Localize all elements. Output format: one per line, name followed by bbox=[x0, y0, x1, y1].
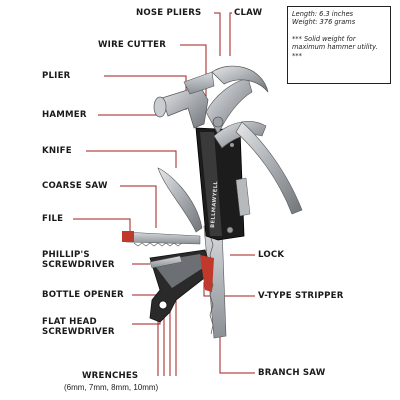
label-hammer: HAMMER bbox=[42, 110, 87, 120]
leader-v-type-stripper bbox=[203, 282, 255, 297]
label-coarse-saw: COARSE SAW bbox=[42, 181, 108, 191]
file-and-saw bbox=[122, 231, 201, 247]
label-lock: LOCK bbox=[258, 250, 285, 260]
label-flat-head-line2: SCREWDRIVER bbox=[42, 327, 115, 337]
label-phillips-line1: PHILLIP'S bbox=[42, 250, 90, 260]
spec-length: Length: 6.3 inches bbox=[292, 10, 354, 18]
leader-claw bbox=[229, 12, 232, 56]
leader-branch-saw bbox=[219, 335, 255, 374]
leader-nose-pliers bbox=[214, 12, 221, 56]
leader-coarse-saw bbox=[120, 185, 157, 228]
label-nose-pliers: NOSE PLIERS bbox=[136, 8, 202, 18]
label-v-type-stripper: V-TYPE STRIPPER bbox=[258, 291, 344, 301]
second-handle bbox=[235, 121, 303, 215]
label-wire-cutter: WIRE CUTTER bbox=[98, 40, 167, 50]
spec-box: Length: 6.3 inches Weight: 376 grams ***… bbox=[287, 6, 391, 84]
phillips-screwdriver bbox=[149, 255, 183, 269]
label-wrenches: WRENCHES bbox=[82, 371, 139, 381]
spec-weight: Weight: 376 grams bbox=[292, 18, 356, 27]
label-claw: CLAW bbox=[234, 8, 263, 18]
leader-file bbox=[73, 218, 131, 232]
spec-note: *** Solid weight for maximum hammer util… bbox=[292, 34, 378, 60]
claw bbox=[211, 65, 269, 93]
label-branch-saw: BRANCH SAW bbox=[258, 368, 326, 378]
brand-text: BELLMAWYELL bbox=[210, 180, 219, 228]
main-handle bbox=[195, 127, 251, 241]
label-file: FILE bbox=[42, 214, 64, 224]
label-phillips-screwdriver: PHILLIP'S SCREWDRIVER bbox=[42, 250, 115, 270]
leader-lines bbox=[73, 12, 255, 376]
label-bottle-opener: BOTTLE OPENER bbox=[42, 290, 124, 300]
label-plier: PLIER bbox=[42, 71, 71, 81]
label-flat-head-line1: FLAT HEAD bbox=[42, 317, 97, 327]
label-flat-head-screwdriver: FLAT HEAD SCREWDRIVER bbox=[42, 317, 115, 337]
knife-blade bbox=[157, 167, 203, 233]
hammer-head bbox=[153, 71, 215, 129]
label-phillips-line2: SCREWDRIVER bbox=[42, 260, 115, 270]
label-knife: KNIFE bbox=[42, 146, 72, 156]
leader-knife bbox=[86, 150, 177, 168]
label-wrench-sizes: (6mm, 7mm, 8mm, 10mm) bbox=[64, 383, 159, 392]
